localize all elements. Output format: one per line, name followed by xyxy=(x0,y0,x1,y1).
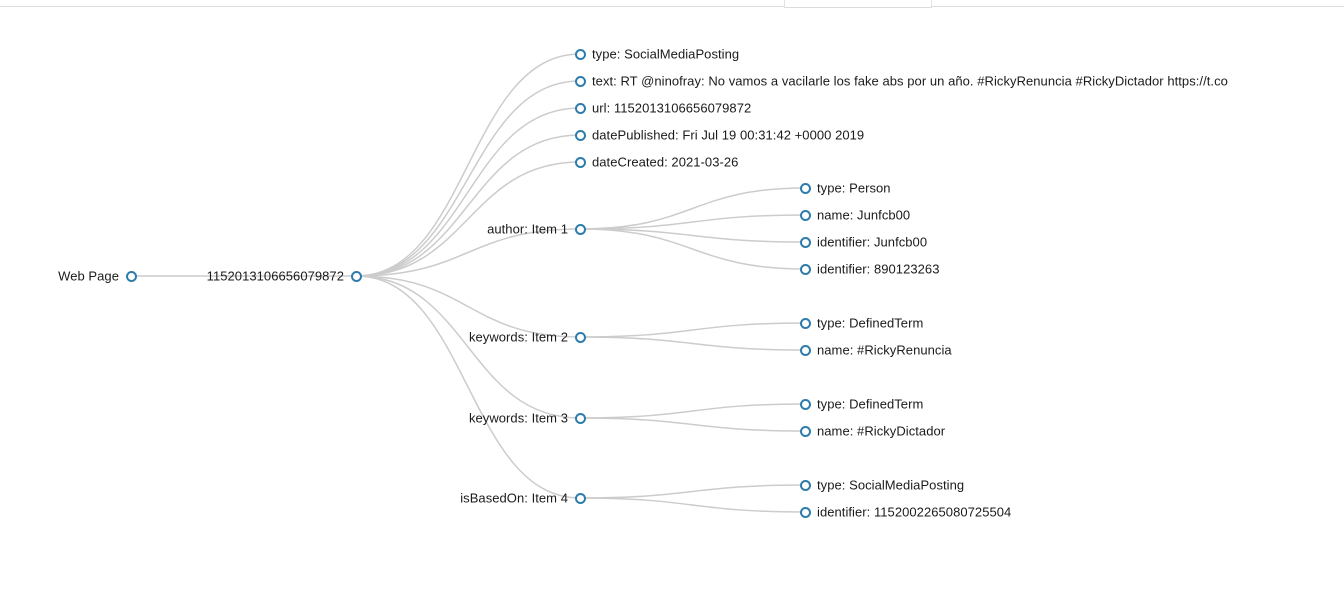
graph-edge xyxy=(355,275,581,338)
graph-node-circle[interactable] xyxy=(799,317,811,329)
graph-edge xyxy=(579,228,806,243)
graph-node-circle[interactable] xyxy=(574,48,586,60)
graph-node-label: url: 1152013106656079872 xyxy=(592,100,752,116)
graph-node-circle[interactable] xyxy=(799,236,811,248)
graph-edge xyxy=(579,336,806,351)
graph-node-circle[interactable] xyxy=(350,270,362,282)
graph-edge xyxy=(579,497,806,513)
graph-node-label: type: Person xyxy=(817,180,891,196)
graph-node-circle[interactable] xyxy=(125,270,137,282)
graph-node-circle[interactable] xyxy=(574,75,586,87)
graph-node-label: datePublished: Fri Jul 19 00:31:42 +0000… xyxy=(592,127,865,143)
graph-node-label: type: SocialMediaPosting xyxy=(592,46,740,62)
graph-edge xyxy=(579,417,806,432)
graph-edge xyxy=(355,161,581,277)
graph-node-circle[interactable] xyxy=(574,412,586,424)
graph-node-circle[interactable] xyxy=(799,506,811,518)
graph-edge xyxy=(355,275,581,499)
graph-node-label: keywords: Item 2 xyxy=(468,329,568,345)
graph-edge xyxy=(579,403,806,419)
graph-node-label: Web Page xyxy=(58,268,119,284)
graph-node-circle[interactable] xyxy=(574,331,586,343)
graph-edge xyxy=(579,214,806,230)
graph-node-circle[interactable] xyxy=(799,209,811,221)
graph-edge xyxy=(355,228,581,277)
graph-node-label: identifier: 1152002265080725504 xyxy=(817,504,1012,520)
graph-edge xyxy=(355,53,581,277)
graph-node-label: name: Junfcb00 xyxy=(817,207,911,223)
graph-node-circle[interactable] xyxy=(799,398,811,410)
graph-node-label: name: #RickyRenuncia xyxy=(817,342,952,358)
graph-edge xyxy=(579,322,806,338)
graph-edge xyxy=(579,484,806,499)
graph-node-label: name: #RickyDictador xyxy=(817,423,946,439)
graph-node-label: identifier: Junfcb00 xyxy=(817,234,928,250)
graph-node-circle[interactable] xyxy=(799,182,811,194)
graph-node-circle[interactable] xyxy=(799,479,811,491)
graph-node-circle[interactable] xyxy=(574,492,586,504)
graph-node-circle[interactable] xyxy=(799,425,811,437)
graph-edge xyxy=(355,80,581,277)
graph-edge xyxy=(355,275,581,419)
graph-edge xyxy=(579,187,806,230)
graph-node-label: type: SocialMediaPosting xyxy=(817,477,965,493)
graph-edge xyxy=(355,134,581,277)
graph-node-circle[interactable] xyxy=(574,156,586,168)
graph-node-label: 1152013106656079872 xyxy=(206,268,344,284)
graph-node-label: isBasedOn: Item 4 xyxy=(460,490,568,506)
graph-node-label: type: DefinedTerm xyxy=(817,396,924,412)
graph-node-label: identifier: 890123263 xyxy=(817,261,940,277)
graph-node-label: type: DefinedTerm xyxy=(817,315,924,331)
graph-node-circle[interactable] xyxy=(574,129,586,141)
graph-node-label: dateCreated: 2021-03-26 xyxy=(592,154,739,170)
graph-node-circle[interactable] xyxy=(574,223,586,235)
graph-edge xyxy=(579,228,806,270)
graph-node-label: keywords: Item 3 xyxy=(468,410,568,426)
graph-edge xyxy=(355,107,581,277)
graph-node-circle[interactable] xyxy=(574,102,586,114)
graph-node-label: author: Item 1 xyxy=(487,221,568,237)
graph-node-circle[interactable] xyxy=(799,344,811,356)
graph-node-label: text: RT @ninofray: No vamos a vacilarle… xyxy=(592,73,1228,89)
graph-node-circle[interactable] xyxy=(799,263,811,275)
